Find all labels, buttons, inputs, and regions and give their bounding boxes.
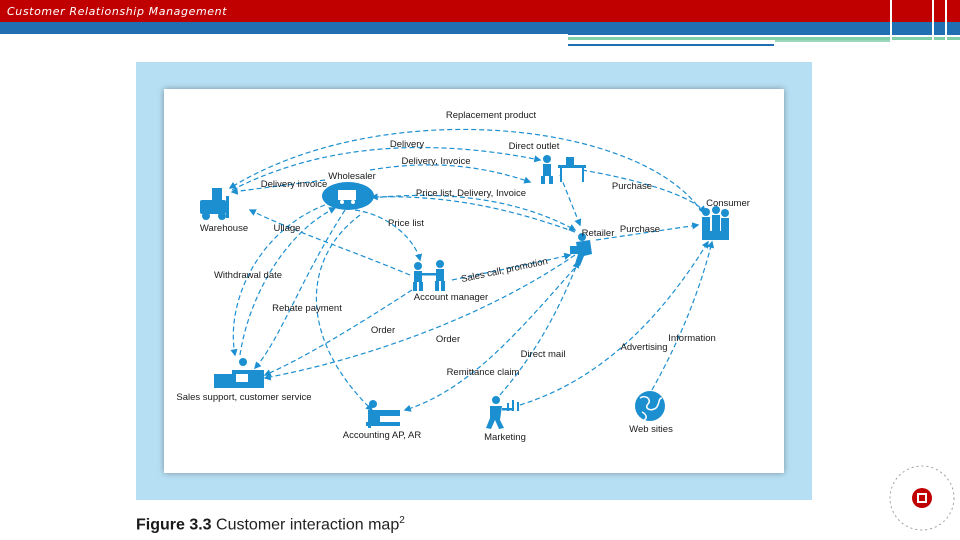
flow-label-delivery-invoice-b: Delivery, Invoice xyxy=(402,156,471,167)
node-label-account-manager: Account manager xyxy=(414,292,488,303)
arrow-outlet-retailer xyxy=(559,174,582,227)
flow-label-ullage: Ullage xyxy=(274,223,301,234)
flow-label-information: Information xyxy=(668,333,716,344)
arrow-delivery-invoice-outlet xyxy=(369,164,532,184)
flow-label-direct-mail: Direct mail xyxy=(521,349,566,360)
arrow-sales-support-wholesaler xyxy=(239,207,337,356)
figure-superscript: 2 xyxy=(399,515,405,526)
decorative-line xyxy=(775,40,890,42)
arrow-replacement-product xyxy=(228,128,703,213)
arrow-price-list-delivery xyxy=(371,194,577,231)
figure-label: Figure 3.3 xyxy=(136,516,212,534)
arrow-delivery xyxy=(231,146,542,191)
flow-label-order-a: Order xyxy=(371,325,395,336)
arrow-sales-call xyxy=(451,252,572,281)
flow-label-withdrawal-date: Withdrawal date xyxy=(214,270,282,281)
decorative-line xyxy=(568,37,960,40)
arrow-order-a xyxy=(263,289,413,377)
arrow-rebate-payment xyxy=(315,214,374,412)
arrow-marketing-consumer xyxy=(519,240,709,406)
flow-label-price-list-delivery-invoice: Price list, Delivery, Invoice xyxy=(416,188,526,199)
flow-label-sales-call-promotion: Sales call, promotion xyxy=(460,256,549,285)
decorative-line xyxy=(890,0,892,44)
flow-label-purchase-b: Purchase xyxy=(620,224,660,235)
decorative-line xyxy=(568,33,960,35)
flow-arrows xyxy=(228,128,715,412)
node-label-warehouse: Warehouse xyxy=(200,223,248,234)
node-label-retailer: Retailer xyxy=(582,228,615,239)
flow-label-price-list: Price list xyxy=(388,218,424,229)
node-label-consumer: Consumer xyxy=(706,198,750,209)
arrow-retailer-consumer xyxy=(595,222,700,241)
flow-label-advertising: Advertising xyxy=(621,342,668,353)
figure-title: Customer interaction map xyxy=(216,516,400,534)
node-label-web-sites: Web sities xyxy=(629,424,673,435)
direct-outlet-icon xyxy=(541,155,586,184)
accounting-icon xyxy=(366,400,400,428)
node-label-marketing: Marketing xyxy=(484,432,526,443)
decorative-line xyxy=(568,44,774,46)
flow-label-remittance-claim: Remittance claim xyxy=(447,367,520,378)
flow-labels: Replacement product Delivery Delivery in… xyxy=(214,110,716,378)
marketing-icon xyxy=(486,396,519,429)
flow-label-delivery: Delivery xyxy=(390,139,425,150)
node-label-accounting: Accounting AP, AR xyxy=(343,430,422,441)
retailer-icon xyxy=(570,233,592,266)
arrow-retailer-wholesaler xyxy=(370,193,576,233)
presentation-title: Customer Relationship Management xyxy=(7,5,228,18)
arrow-wholesaler-sales-support xyxy=(254,209,346,370)
arrow-direct-mail xyxy=(499,260,580,396)
flow-label-replacement-product: Replacement product xyxy=(446,110,537,121)
diagram-panel xyxy=(164,89,784,473)
node-label-wholesaler: Wholesaler xyxy=(328,171,376,182)
flow-label-rebate-payment: Rebate payment xyxy=(272,303,342,314)
arrow-web-consumer xyxy=(651,240,715,391)
wholesaler-icon xyxy=(322,182,374,210)
consumer-icon xyxy=(702,206,729,240)
warehouse-icon xyxy=(200,188,229,220)
node-label-sales-support: Sales support, customer service xyxy=(176,392,311,403)
account-manager-icon xyxy=(413,260,445,291)
node-label-direct-outlet: Direct outlet xyxy=(509,141,560,152)
flow-label-delivery-invoice-a: Delivery invoice xyxy=(261,179,328,190)
arrow-account-manager-warehouse xyxy=(248,209,411,276)
arrow-remittance-claim xyxy=(403,261,581,412)
decorative-line xyxy=(945,0,947,40)
header-accent-bar xyxy=(0,22,960,34)
header-bar: Customer Relationship Management xyxy=(0,0,960,22)
flow-label-order-b: Order xyxy=(436,334,460,345)
arrow-withdrawal-date xyxy=(230,204,326,357)
university-logo xyxy=(889,465,955,531)
node-labels: Warehouse Wholesaler Direct outlet Consu… xyxy=(176,141,750,443)
globe-icon xyxy=(635,391,665,421)
figure-caption: Figure 3.3 Customer interaction map2 xyxy=(136,515,405,534)
sales-support-icon xyxy=(214,358,264,388)
arrow-outlet-consumer xyxy=(581,169,706,214)
flow-label-purchase-a: Purchase xyxy=(612,181,652,192)
arrow-price-list xyxy=(354,209,423,262)
arrow-order-b xyxy=(263,254,576,381)
decorative-line xyxy=(932,0,934,48)
